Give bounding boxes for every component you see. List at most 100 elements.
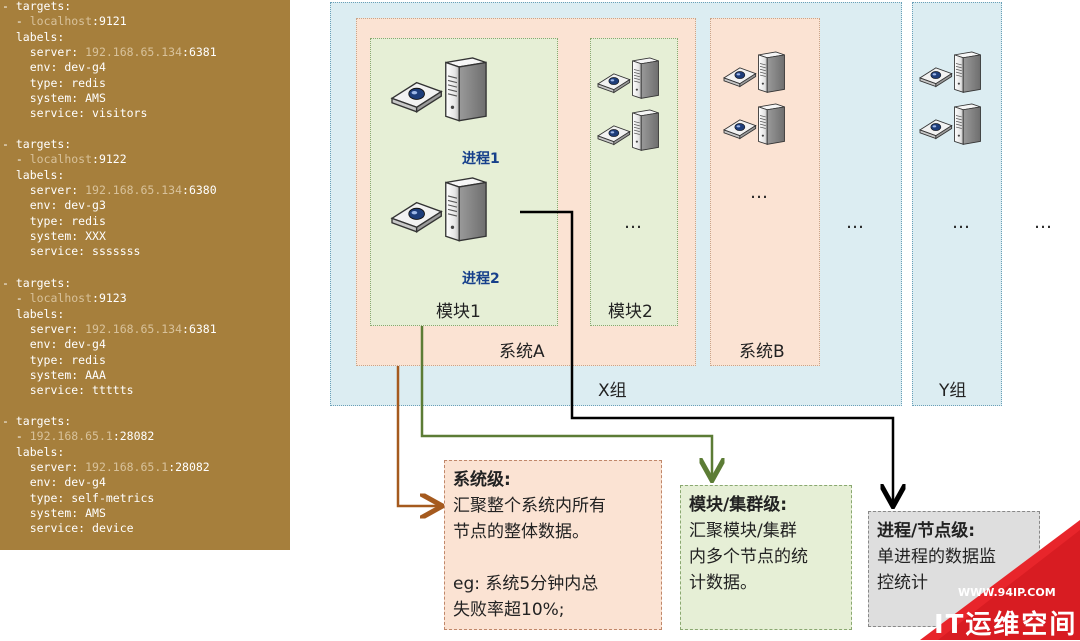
yaml-target-host: localhost: [29, 291, 93, 306]
system-level-note: 系统级: 汇聚整个系统内所有 节点的整体数据。 eg: 系统5分钟内总 失败率超…: [444, 460, 662, 630]
yaml-line: - targets:: [2, 137, 71, 151]
yaml-line: service: ttttts: [2, 383, 134, 397]
system-level-line-5: 失败率超10%;: [453, 600, 565, 620]
yaml-line: - targets:: [2, 0, 71, 13]
module-level-line-3: 计数据。: [689, 573, 757, 593]
yaml-line: system: AMS: [2, 506, 106, 520]
yaml-env: env: dev-g4: [29, 475, 106, 490]
yaml-server-key: server:: [29, 321, 86, 336]
yaml-server-key: server:: [29, 182, 86, 197]
yaml-line: server: 192.168.65.134:6380: [2, 183, 217, 197]
yaml-service: service: visitors: [29, 106, 148, 121]
module-level-line-1: 汇聚模块/集群: [689, 521, 797, 541]
yaml-server-ip: 192.168.65.134: [85, 321, 183, 336]
module-level-note: 模块/集群级: 汇聚模块/集群 内多个节点的统 计数据。: [680, 485, 852, 630]
process1-label: 进程1: [462, 151, 500, 167]
yaml-line: - 192.168.65.1:28082: [15, 429, 155, 444]
yaml-line: labels:: [2, 445, 64, 459]
group-y-label: Y组: [939, 381, 967, 401]
yaml-env: env: dev-g4: [29, 337, 106, 352]
yaml-line: - targets:: [2, 414, 71, 428]
yaml-line: - localhost:9123: [15, 291, 127, 306]
module2-server-icon-1: [597, 57, 659, 99]
yaml-line: system: XXX: [2, 229, 106, 243]
yaml-system: system: XXX: [29, 228, 106, 243]
yaml-config-panel: - targets: - localhost:9121 labels: serv…: [0, 0, 290, 550]
yaml-line: env: dev-g3: [2, 198, 106, 212]
system-level-title: 系统级:: [453, 470, 511, 490]
group-x-label: X组: [598, 381, 627, 401]
yaml-server-port: :6380: [182, 182, 217, 197]
system-b-label: 系统B: [739, 342, 785, 362]
process-level-line-1: 单进程的数据监: [877, 547, 996, 567]
process1-server-icon: [391, 57, 487, 122]
process2-server-icon: [391, 177, 487, 242]
groupy-server-icon-1: [919, 51, 981, 93]
yaml-line: type: redis: [2, 353, 106, 367]
yaml-labels: labels:: [15, 167, 65, 182]
yaml-line: service: device: [2, 521, 134, 535]
yaml-target-port: :28082: [112, 429, 155, 444]
module1-label: 模块1: [436, 302, 481, 322]
yaml-type: type: self-metrics: [29, 490, 155, 505]
yaml-targets: - targets:: [2, 0, 72, 13]
yaml-line: labels:: [2, 168, 64, 182]
yaml-line: - localhost:9121: [15, 14, 127, 29]
yaml-line: env: dev-g4: [2, 60, 106, 74]
yaml-labels: labels:: [15, 444, 65, 459]
systemb-ellipsis: …: [750, 182, 771, 203]
yaml-server-port: :6381: [182, 321, 217, 336]
yaml-line: - targets:: [2, 276, 71, 290]
yaml-targets: - targets:: [2, 137, 72, 151]
module-level-title: 模块/集群级:: [689, 495, 788, 515]
yaml-labels: labels:: [15, 306, 65, 321]
yaml-line: type: redis: [2, 76, 106, 90]
yaml-server-key: server:: [29, 459, 86, 474]
module-level-arrow: [420, 326, 712, 478]
yaml-line: - localhost:9122: [15, 152, 127, 167]
module2-ellipsis: …: [624, 212, 645, 233]
yaml-target-host: localhost: [29, 14, 93, 29]
yaml-target-port: :9122: [92, 152, 127, 167]
yaml-service: service: device: [29, 521, 134, 536]
site-watermark-badge: WWW.94IP.COM IT运维空间: [880, 520, 1080, 640]
yaml-line: type: redis: [2, 214, 106, 228]
yaml-line: env: dev-g4: [2, 475, 106, 489]
module2-server-icon-2: [597, 109, 659, 151]
process-level-arrow: [520, 210, 893, 504]
yaml-line: env: dev-g4: [2, 337, 106, 351]
yaml-labels: labels:: [15, 29, 65, 44]
yaml-line: labels:: [2, 307, 64, 321]
yaml-system: system: AMS: [29, 505, 106, 520]
yaml-server-key: server:: [29, 44, 86, 59]
yaml-server-port: :6381: [182, 44, 217, 59]
yaml-type: type: redis: [29, 75, 106, 90]
yaml-service: service: ttttts: [29, 383, 134, 398]
yaml-target-host: localhost: [29, 152, 93, 167]
yaml-line: type: self-metrics: [2, 490, 155, 505]
groupy-ellipsis: …: [952, 212, 973, 233]
yaml-server-ip: 192.168.65.1: [85, 459, 169, 474]
yaml-type: type: redis: [29, 213, 106, 228]
yaml-system: system: AMS: [29, 90, 106, 105]
groupy-server-icon-2: [919, 103, 981, 145]
yaml-server-ip: 192.168.65.134: [85, 182, 183, 197]
system-a-label: 系统A: [499, 342, 545, 362]
group-y-box: [912, 2, 1002, 406]
systemb-server-icon-1: [723, 51, 785, 93]
systemb-server-icon-2: [723, 103, 785, 145]
system-level-line-3: [453, 545, 653, 571]
yaml-target-host: 192.168.65.1: [29, 429, 113, 444]
system-level-line-1: 汇聚整个系统内所有: [453, 496, 606, 516]
outer-ellipsis: …: [1034, 212, 1055, 233]
yaml-line: system: AMS: [2, 91, 106, 105]
yaml-targets: - targets:: [2, 414, 72, 428]
system-level-line-2: 节点的整体数据。: [453, 522, 589, 542]
yaml-type: type: redis: [29, 352, 106, 367]
yaml-line: service: sssssss: [2, 244, 141, 258]
yaml-system: system: AAA: [29, 367, 106, 382]
module2-label: 模块2: [608, 302, 653, 322]
system-level-arrow: [396, 366, 440, 506]
watermark-url: WWW.94IP.COM: [958, 586, 1056, 599]
groupx-ellipsis: …: [846, 212, 867, 233]
